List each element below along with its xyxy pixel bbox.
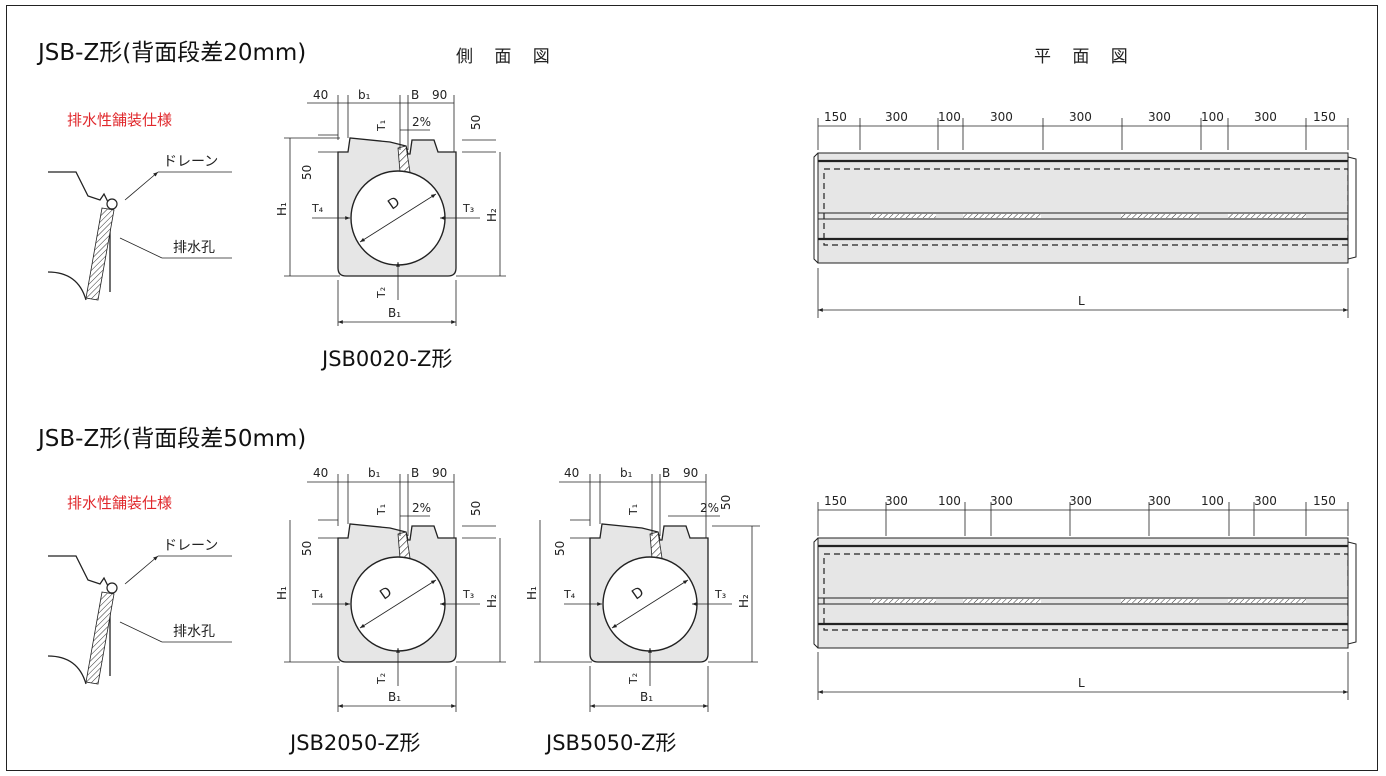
- side-view-jsb5050: [590, 524, 708, 662]
- model-jsb5050: JSB5050-Z形: [544, 731, 676, 755]
- svg-text:300: 300: [1148, 494, 1171, 508]
- svg-text:90: 90: [683, 466, 698, 480]
- svg-text:300: 300: [1148, 110, 1171, 124]
- side-view-title: 側 面 図: [456, 47, 558, 67]
- drain-spec-label: 排水性舗装仕様: [67, 111, 172, 129]
- svg-text:B₁: B₁: [388, 690, 401, 704]
- svg-text:300: 300: [1254, 494, 1277, 508]
- svg-text:L: L: [1078, 294, 1085, 308]
- svg-text:H₁: H₁: [525, 586, 539, 600]
- svg-text:L: L: [1078, 676, 1085, 690]
- drain-spec-label-2: 排水性舗装仕様: [67, 494, 172, 512]
- svg-text:T₂: T₂: [375, 287, 388, 299]
- side-view-jsb2050: [338, 524, 456, 662]
- svg-text:T₃: T₃: [714, 588, 726, 601]
- svg-text:H₂: H₂: [485, 208, 499, 222]
- svg-text:40: 40: [313, 466, 328, 480]
- svg-text:300: 300: [1069, 110, 1092, 124]
- svg-text:b₁: b₁: [620, 466, 633, 480]
- svg-text:150: 150: [1313, 494, 1336, 508]
- section2-title: JSB-Z形(背面段差50mm): [36, 426, 306, 452]
- drain-detail-illustration-2: [47, 555, 118, 685]
- svg-text:300: 300: [885, 110, 908, 124]
- callout-drain-hole: 排水孔: [173, 240, 215, 256]
- svg-text:300: 300: [885, 494, 908, 508]
- svg-text:150: 150: [824, 110, 847, 124]
- svg-text:150: 150: [1313, 110, 1336, 124]
- svg-text:100: 100: [1201, 494, 1224, 508]
- plan-view1-dimensions: 150 300 100 300 300 300 100 300 150 L: [817, 110, 1349, 318]
- svg-text:300: 300: [1254, 110, 1277, 124]
- svg-text:50: 50: [469, 115, 483, 130]
- svg-text:b₁: b₁: [358, 88, 371, 102]
- model-jsb0020: JSB0020-Z形: [320, 347, 452, 371]
- side-view1-dimensions: 40 b₁ B 90 T₁ 2% 50 50 H₁ H₂ T₄ T₃ D T₂: [275, 88, 506, 326]
- svg-text:H₂: H₂: [737, 594, 751, 608]
- svg-text:300: 300: [1069, 494, 1092, 508]
- svg-text:T₂: T₂: [627, 673, 640, 685]
- svg-text:2%: 2%: [412, 115, 431, 129]
- model-jsb2050: JSB2050-Z形: [288, 731, 420, 755]
- svg-text:T₁: T₁: [627, 504, 640, 516]
- svg-text:H₁: H₁: [275, 586, 289, 600]
- svg-text:40: 40: [564, 466, 579, 480]
- svg-text:B: B: [411, 466, 419, 480]
- svg-text:100: 100: [938, 110, 961, 124]
- svg-text:50: 50: [469, 501, 483, 516]
- svg-text:90: 90: [432, 466, 447, 480]
- callout-drain-hole-2: 排水孔: [173, 624, 215, 640]
- svg-text:B: B: [411, 88, 419, 102]
- svg-text:50: 50: [553, 541, 567, 556]
- svg-text:T₃: T₃: [462, 588, 474, 601]
- svg-text:300: 300: [990, 110, 1013, 124]
- svg-text:T₄: T₄: [311, 202, 324, 215]
- svg-text:H₂: H₂: [485, 594, 499, 608]
- svg-text:T₁: T₁: [375, 120, 388, 132]
- svg-text:2%: 2%: [412, 501, 431, 515]
- svg-text:T₄: T₄: [311, 588, 324, 601]
- svg-text:T₂: T₂: [375, 673, 388, 685]
- svg-text:90: 90: [432, 88, 447, 102]
- svg-text:100: 100: [1201, 110, 1224, 124]
- svg-text:50: 50: [300, 541, 314, 556]
- svg-text:B₁: B₁: [640, 690, 653, 704]
- callout-drain-2: ドレーン: [163, 538, 218, 554]
- svg-text:T₁: T₁: [375, 504, 388, 516]
- plan-view-title: 平 面 図: [1034, 47, 1136, 67]
- plan-view-section1: [812, 151, 1358, 265]
- callout-drain: ドレーン: [163, 154, 218, 170]
- svg-text:100: 100: [938, 494, 961, 508]
- section1-title: JSB-Z形(背面段差20mm): [36, 40, 306, 66]
- svg-text:b₁: b₁: [368, 466, 381, 480]
- drain-detail-illustration: [47, 171, 118, 301]
- svg-text:50: 50: [719, 495, 733, 510]
- plan-view-section2: [812, 536, 1358, 650]
- svg-text:50: 50: [300, 165, 314, 180]
- svg-text:300: 300: [990, 494, 1013, 508]
- plan-view2-dimensions: 150 300 100 300 300 300 100 300 150 L: [817, 494, 1349, 700]
- svg-text:B₁: B₁: [388, 306, 401, 320]
- svg-text:H₁: H₁: [275, 202, 289, 216]
- svg-text:T₄: T₄: [563, 588, 576, 601]
- svg-text:150: 150: [824, 494, 847, 508]
- svg-text:2%: 2%: [700, 501, 719, 515]
- svg-text:40: 40: [313, 88, 328, 102]
- svg-text:T₃: T₃: [462, 202, 474, 215]
- drawing-frame: [6, 5, 1378, 771]
- svg-text:B: B: [662, 466, 670, 480]
